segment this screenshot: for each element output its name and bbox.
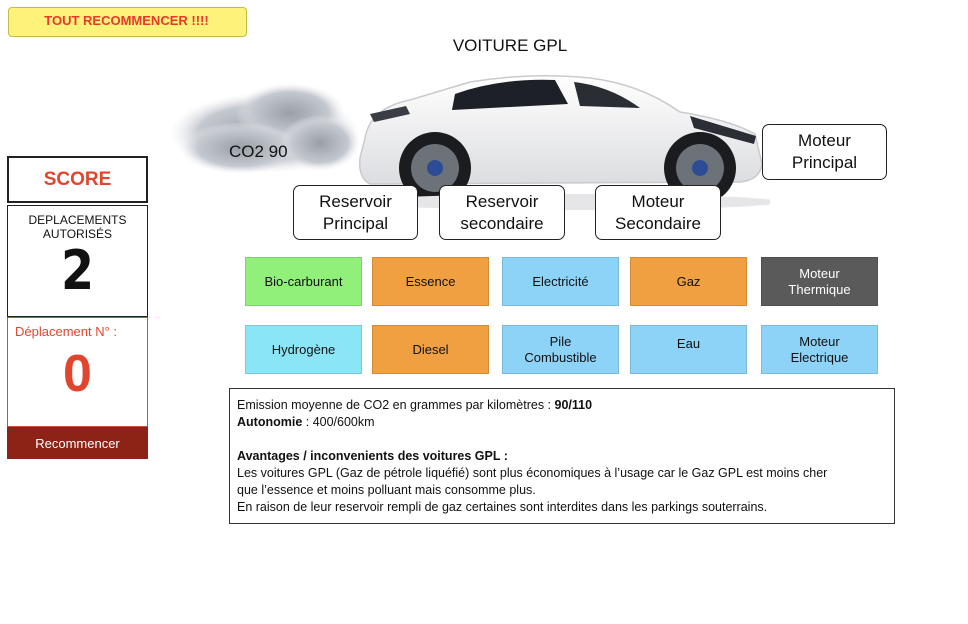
autonomy-line: Autonomie : 400/600km (237, 415, 375, 429)
allowed-moves-panel: DEPLACEMENTS AUTORISÉS 2 (7, 205, 148, 317)
tile-biofuel[interactable]: Bio-carburant (245, 257, 362, 306)
tile-diesel[interactable]: Diesel (372, 325, 489, 374)
car-body (358, 75, 770, 210)
move-number-value: 0 (63, 345, 92, 403)
car-illustration (170, 75, 770, 210)
co2-label: CO2 90 (229, 142, 288, 161)
tile-water[interactable]: Eau (630, 325, 747, 374)
allowed-moves-label: DEPLACEMENTS AUTORISÉS (28, 213, 127, 241)
tile-gas[interactable]: Gaz (630, 257, 747, 306)
info-text-line-3: En raison de leur reservoir rempli de ga… (237, 500, 768, 514)
page-title: VOITURE GPL (452, 36, 568, 55)
allowed-moves-value: 2 (60, 239, 95, 302)
reset-all-button[interactable]: TOUT RECOMMENCER !!!! (8, 7, 247, 37)
restart-button[interactable]: Recommencer (7, 427, 148, 459)
info-text-line-1: Les voitures GPL (Gaz de pétrole liquéfi… (237, 466, 828, 480)
pros-cons-title: Avantages / inconvenients des voitures G… (237, 449, 508, 463)
move-number-label: Déplacement N° : (15, 324, 118, 339)
move-number-panel: Déplacement N° : 0 (7, 317, 148, 427)
tile-electricity[interactable]: Electricité (502, 257, 619, 306)
exhaust-smoke (170, 83, 360, 174)
info-panel: Emission moyenne de CO2 en grammes par k… (229, 388, 895, 524)
tile-hydrogen[interactable]: Hydrogène (245, 325, 362, 374)
emission-line: Emission moyenne de CO2 en grammes par k… (237, 398, 593, 412)
info-text-line-2: que l’essence et moins polluant mais con… (237, 483, 536, 497)
score-title: SCORE (7, 156, 148, 203)
tile-petrol[interactable]: Essence (372, 257, 489, 306)
